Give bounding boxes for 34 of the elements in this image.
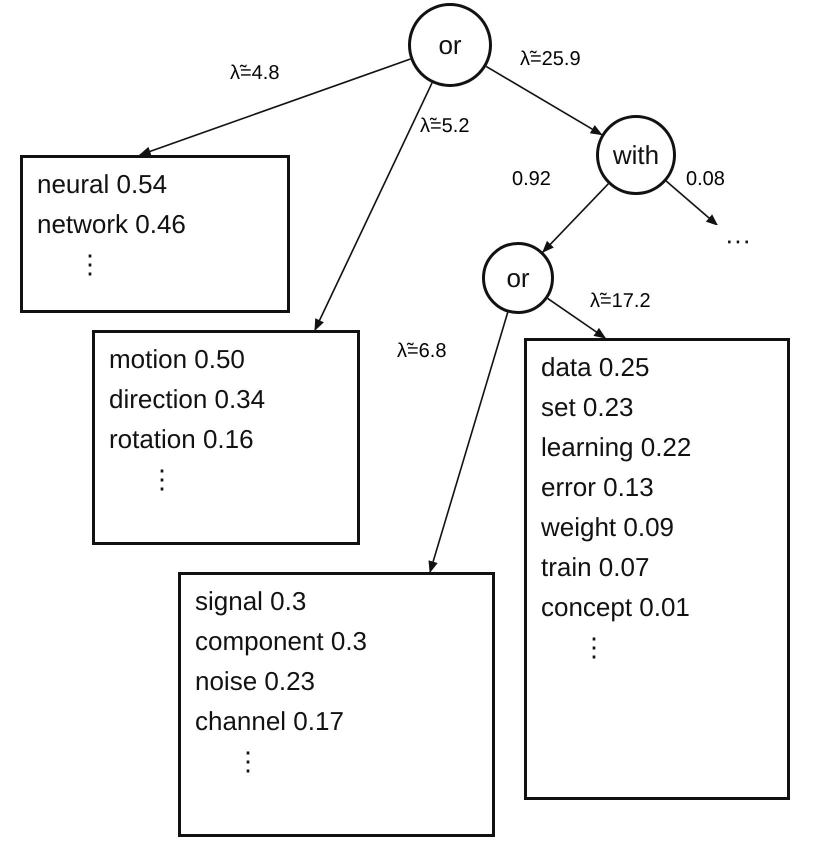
word-probability: train 0.07: [541, 551, 650, 584]
word-probability: weight 0.09: [541, 511, 675, 544]
word-probability: rotation 0.16: [109, 423, 255, 456]
operator-circle: or: [482, 242, 554, 314]
arrow: [314, 82, 433, 332]
vertical-ellipsis: ⋮: [234, 745, 262, 778]
word-probability: signal 0.3: [195, 585, 308, 618]
vertical-ellipsis: ⋮: [580, 631, 608, 664]
word-probability: channel 0.17: [195, 705, 345, 738]
arrow: [428, 312, 508, 574]
word-probability: error 0.13: [541, 471, 655, 504]
word-list-box: [20, 155, 290, 313]
word-probability: motion 0.50: [109, 343, 246, 376]
word-probability: noise 0.23: [195, 665, 316, 698]
word-probability: neural 0.54: [37, 168, 168, 201]
word-probability: set 0.23: [541, 391, 635, 424]
arrow: [138, 58, 411, 156]
arrow: [486, 66, 603, 136]
word-list-box: [178, 572, 495, 837]
word-probability: learning 0.22: [541, 431, 692, 464]
word-probability: data 0.25: [541, 351, 650, 384]
word-probability: component 0.3: [195, 625, 368, 658]
word-probability: network 0.46: [37, 208, 187, 241]
vertical-ellipsis: ⋮: [148, 463, 176, 496]
vertical-ellipsis: ⋮: [76, 248, 104, 281]
word-probability: concept 0.01: [541, 591, 691, 624]
operator-circle: or: [408, 3, 492, 87]
arrow: [547, 298, 606, 339]
word-list-box: [92, 330, 360, 545]
word-probability: direction 0.34: [109, 383, 266, 416]
operator-circle: with: [596, 115, 676, 195]
word-list-box: [524, 338, 790, 800]
arrow: [666, 180, 718, 226]
arrow: [542, 183, 609, 253]
